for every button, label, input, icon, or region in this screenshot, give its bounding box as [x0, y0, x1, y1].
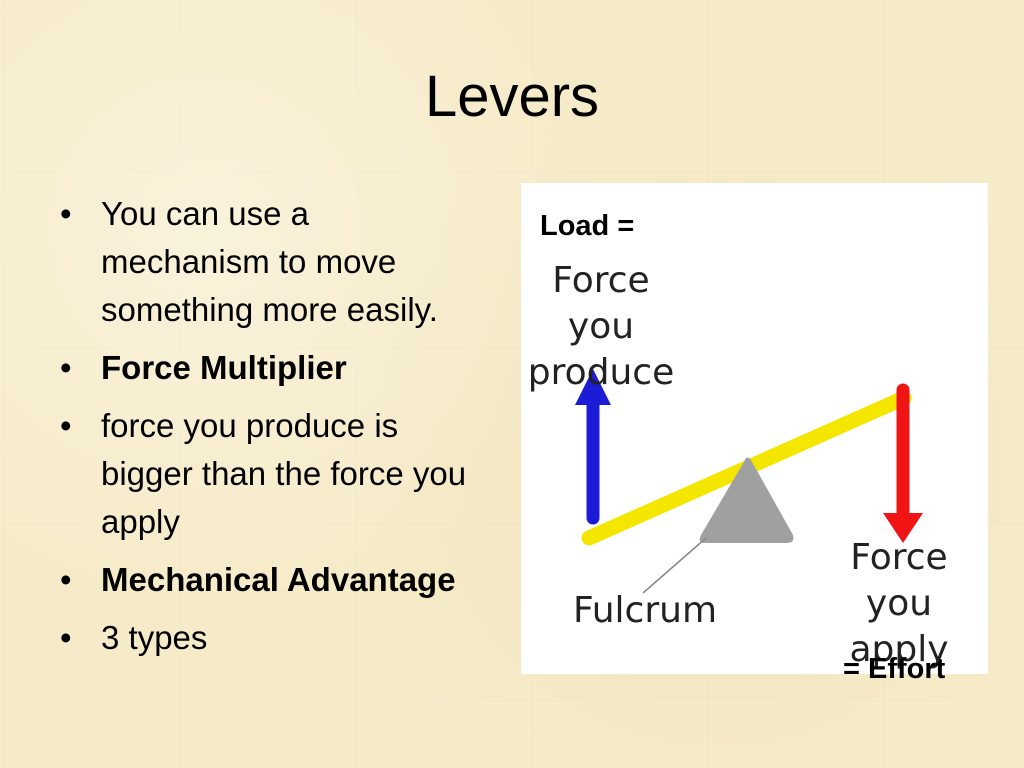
lever-diagram: Load = Force you produce Force you apply…	[521, 183, 988, 685]
fulcrum-pointer-line	[642, 537, 707, 594]
apply-arrow-head	[883, 513, 923, 543]
fulcrum-triangle	[699, 457, 794, 543]
bullet-text: 3 types	[101, 619, 208, 656]
force-produce-line1: Force you	[552, 260, 650, 347]
force-apply-line2: apply	[849, 629, 949, 670]
bullet-dot: •	[60, 349, 72, 386]
force-produce-label: Force you produce	[521, 258, 681, 396]
bullet-dot: •	[60, 619, 72, 656]
bullet-dot: •	[60, 195, 72, 232]
bullet-dot: •	[60, 561, 72, 598]
bullet-text: force you produce is bigger than the for…	[101, 407, 467, 540]
bullet-item: • Mechanical Advantage	[55, 556, 485, 604]
bullet-item: • 3 types	[55, 614, 485, 662]
bullet-list: • You can use a mechanism to move someth…	[55, 190, 485, 672]
bullet-item: • Force Multiplier	[55, 344, 485, 392]
load-label: Load =	[540, 210, 635, 242]
produce-arrow-head	[575, 369, 611, 405]
effort-label: = Effort	[843, 653, 946, 685]
force-produce-line2: produce	[527, 352, 675, 393]
bullet-item: • force you produce is bigger than the f…	[55, 402, 485, 546]
bullet-text: Force Multiplier	[101, 349, 347, 386]
force-apply-line1: Force you	[850, 537, 948, 624]
bullet-text: Mechanical Advantage	[101, 561, 456, 598]
slide-title: Levers	[424, 64, 600, 129]
lever-drawing	[575, 369, 923, 594]
bullet-dot: •	[60, 407, 72, 444]
force-apply-label: Force you apply	[814, 535, 984, 673]
fulcrum-label: Fulcrum	[573, 590, 718, 631]
bullet-text: You can use a mechanism to move somethin…	[101, 195, 438, 328]
bullet-item: • You can use a mechanism to move someth…	[55, 190, 485, 334]
